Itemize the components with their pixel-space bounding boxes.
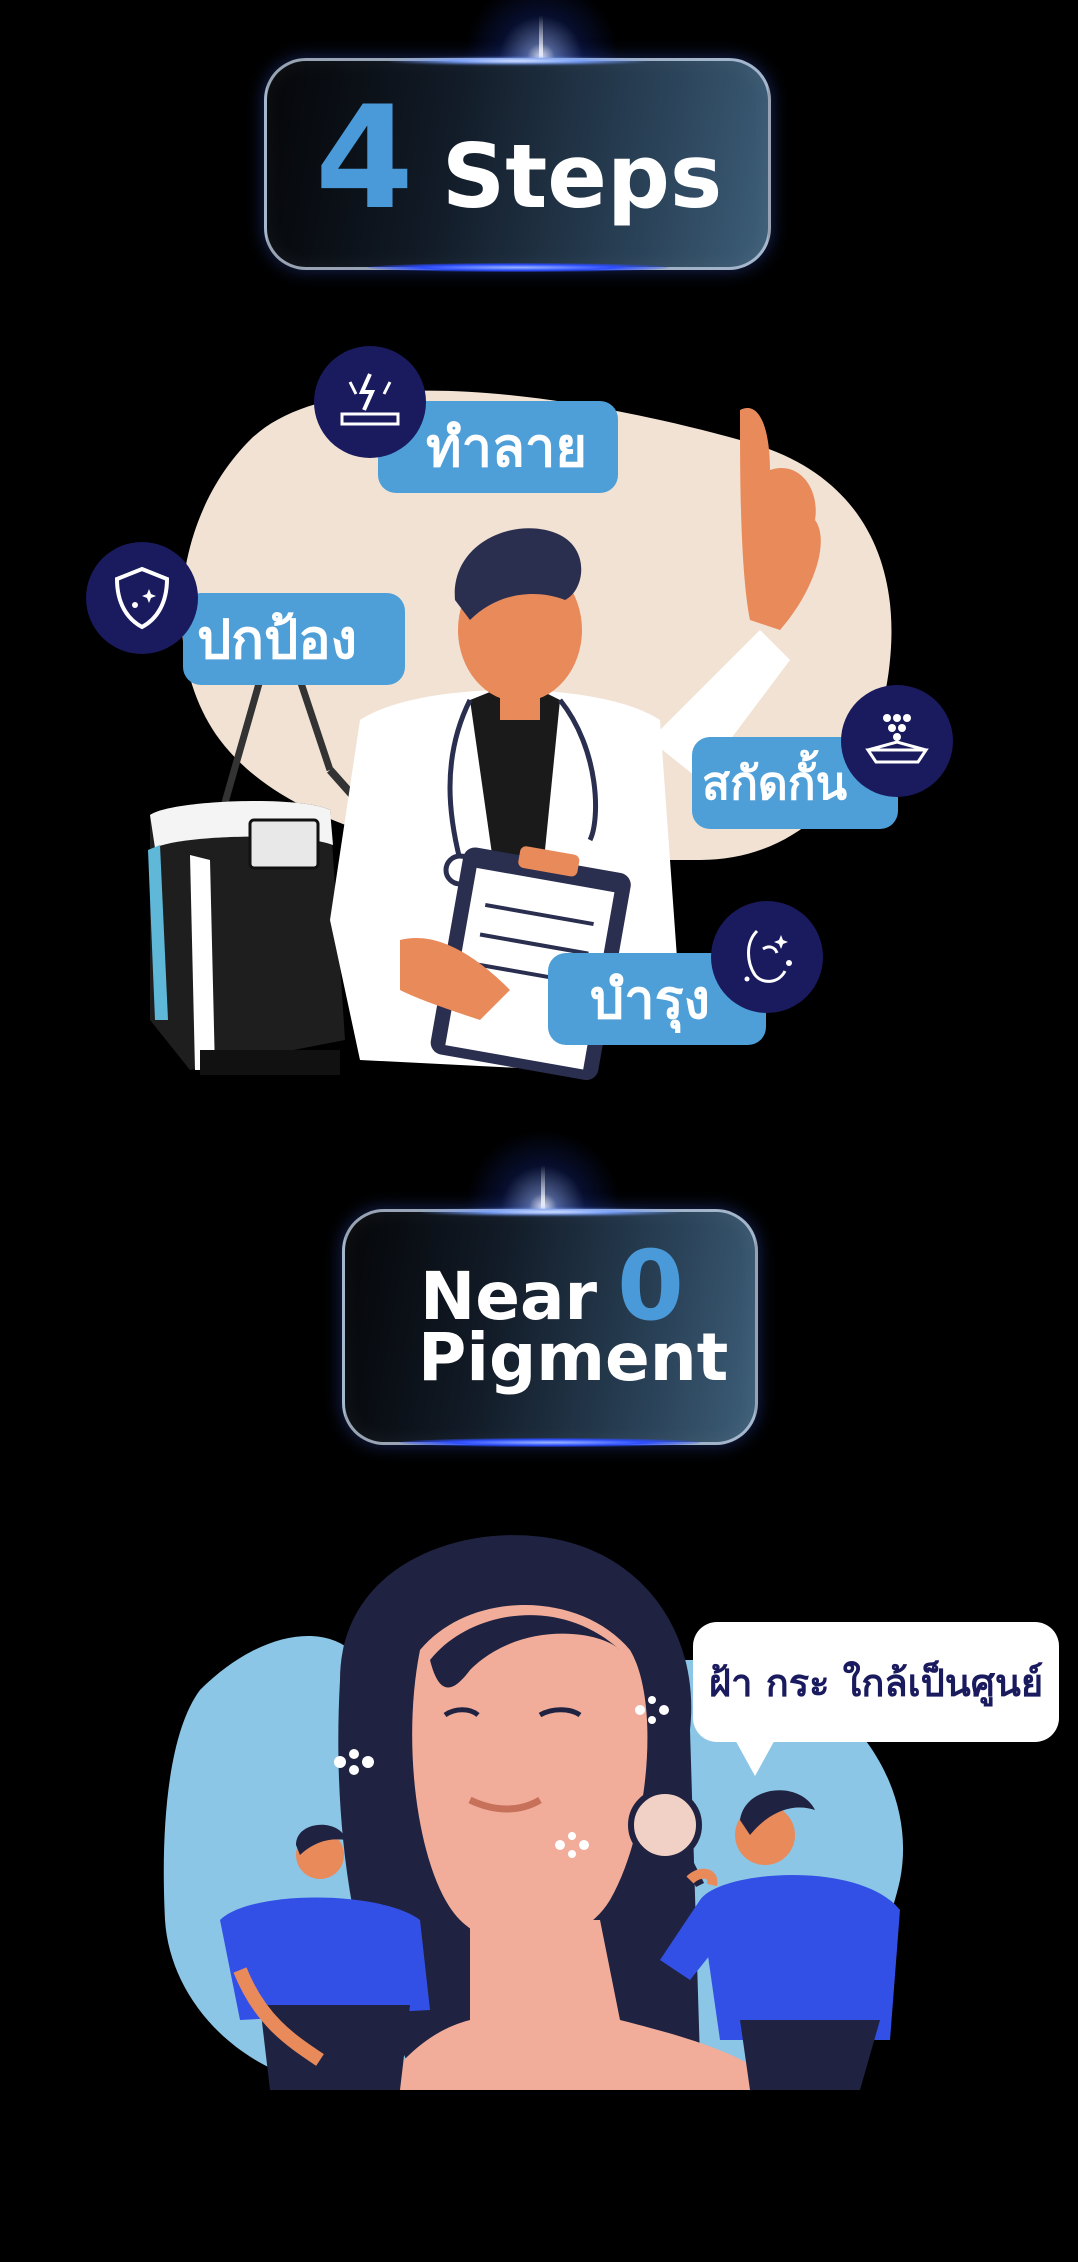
skin-care-icon — [711, 901, 823, 1013]
steps-title-card — [264, 58, 771, 270]
label-destroy: ทำลาย — [378, 401, 618, 493]
label-protect: ปกป้อง — [183, 593, 405, 685]
steps-number: 4 — [315, 76, 414, 241]
zero-number: 0 — [617, 1230, 684, 1342]
shield-sparkle-icon — [86, 542, 198, 654]
near-word: Near — [420, 1258, 598, 1335]
steps-word: Steps — [441, 125, 723, 228]
magnifier — [628, 1788, 705, 1888]
pigment-word: Pigment — [418, 1319, 729, 1396]
woman-illustration — [163, 1535, 904, 2090]
man-right — [660, 1790, 900, 2090]
speech-text: ฝ้า กระ ใกล้เป็นศูนย์ — [708, 1660, 1044, 1705]
speech-bubble: ฝ้า กระ ใกล้เป็นศูนย์ — [693, 1622, 1059, 1776]
barrier-particles-icon — [841, 685, 953, 797]
near-zero-line: Near 0 — [420, 1238, 684, 1334]
pigment-title-card — [342, 1209, 758, 1445]
doctor-illustration — [148, 390, 892, 1081]
man-left — [220, 1824, 430, 2090]
laser-strike-icon — [314, 346, 426, 458]
steps-title: 4 Steps — [315, 88, 722, 248]
